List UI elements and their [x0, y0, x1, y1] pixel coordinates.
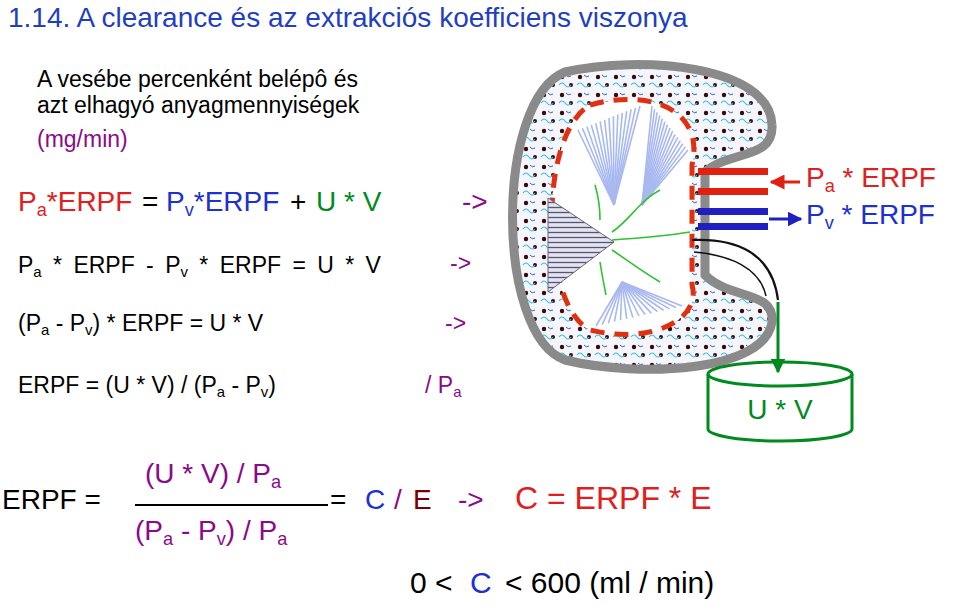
equation-term: ->: [458, 484, 484, 516]
renal-pyramids: [578, 106, 688, 326]
equation-term: ERPF = (U * V) / (Pa - Pv): [18, 372, 276, 398]
pyramid-stroke: [614, 282, 622, 322]
equation-term: =: [330, 484, 346, 516]
ureter: [692, 240, 778, 300]
equation-term: E: [413, 484, 432, 516]
vein: [698, 223, 768, 230]
artery: [698, 168, 768, 175]
heading-note: A vesébe percenként belépô és azt elhagy…: [37, 66, 382, 119]
equation-term: (Pa - Pv) * ERPF = U * V: [18, 310, 263, 336]
beaker-label: U * V: [705, 394, 855, 426]
equation-term: (U * V) / Pa: [145, 458, 281, 490]
equation-term: ->: [445, 310, 466, 336]
equation-term: < 600 (ml / min): [505, 566, 714, 601]
equation-term: ->: [450, 250, 471, 276]
urine-beaker: U * V: [705, 360, 855, 444]
vein: [698, 208, 768, 215]
equation-term: C: [365, 484, 385, 516]
equation-term: C: [470, 566, 492, 601]
equation-term: ->: [462, 186, 488, 218]
equation-term: Pa*ERPF: [18, 186, 132, 218]
pyramid-stroke: [608, 282, 622, 323]
equation-term: 0 <: [410, 566, 453, 601]
fraction-bar: [135, 504, 328, 506]
pyramid-stroke: [622, 282, 682, 306]
ureter: [694, 252, 766, 296]
equation-term: =: [142, 186, 158, 218]
inflow-arrow: [771, 181, 800, 184]
pyramid-stroke: [621, 282, 622, 320]
equation-term: Pv * ERPF: [806, 199, 935, 231]
equation-term: Pa * ERPF - Pv * ERPF = U * V: [18, 252, 381, 278]
equation-term: U * V: [316, 186, 381, 218]
slide-title: 1.14. A clearance és az extrakciós koeff…: [8, 2, 688, 34]
equation-term: +: [290, 186, 306, 218]
equation-term: C = ERPF * E: [515, 480, 712, 517]
pyramid-stroke: [596, 282, 622, 326]
equation-term: /: [394, 484, 402, 516]
pyramid-stroke: [614, 106, 640, 205]
renal-pelvis: [548, 198, 614, 292]
kidney-outline: [513, 65, 773, 370]
equation-term: Pv*ERPF: [166, 186, 279, 218]
artery: [698, 188, 768, 195]
equation-term: / Pa: [425, 372, 461, 398]
equation-term: Pa * ERPF: [806, 162, 936, 194]
equation-term: ERPF =: [2, 484, 101, 516]
outflow-arrow: [769, 218, 801, 221]
unit-note: (mg/min): [37, 126, 128, 152]
equation-term: (Pa - Pv) / Pa: [135, 515, 287, 547]
